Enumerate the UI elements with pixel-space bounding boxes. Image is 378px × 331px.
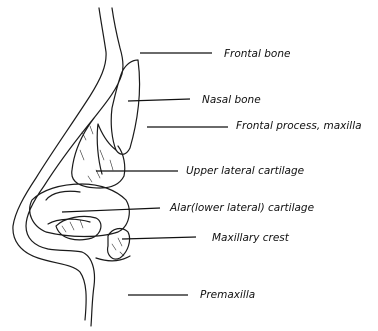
frontal-process-shape bbox=[97, 124, 116, 174]
nasal-bone-shape bbox=[111, 60, 139, 154]
label-maxillary-crest: Maxillary crest bbox=[212, 233, 289, 244]
label-nasal-bone: Nasal bone bbox=[202, 95, 261, 106]
maxillary-crest-shape bbox=[108, 229, 130, 260]
label-frontal-bone: Frontal bone bbox=[224, 49, 290, 60]
inner-bone-contour bbox=[26, 8, 123, 326]
pointer-maxillary-crest bbox=[122, 237, 196, 239]
pointer-nasal-bone bbox=[128, 99, 190, 101]
pointer-alar-cartilage bbox=[62, 208, 160, 212]
label-upper-lateral-cartilage: Upper lateral cartilage bbox=[186, 166, 304, 177]
label-premaxilla: Premaxilla bbox=[200, 290, 255, 301]
label-alar-cartilage: Alar(lower lateral) cartilage bbox=[170, 203, 314, 214]
label-frontal-process-maxilla: Frontal process, maxilla bbox=[236, 121, 362, 132]
